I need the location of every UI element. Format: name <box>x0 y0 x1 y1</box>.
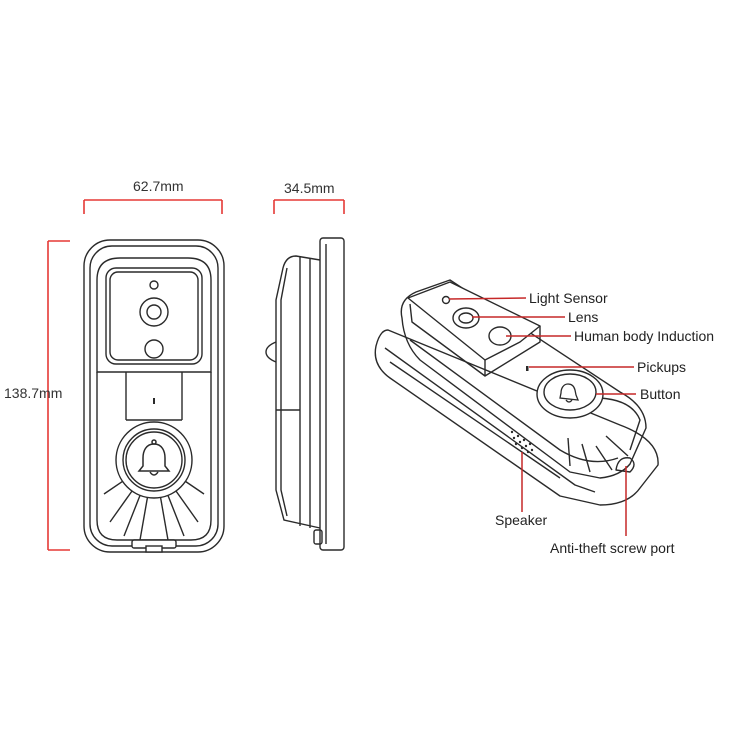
bell-icon <box>137 439 171 476</box>
front-pickup-slot <box>153 398 155 404</box>
front-lens <box>139 297 169 327</box>
angled-pickup-slot <box>526 366 529 371</box>
callout-line-light-sensor <box>448 297 527 300</box>
callout-lens-label: Lens <box>568 309 599 325</box>
angled-lens <box>452 307 480 329</box>
callout-speaker-label: Speaker <box>495 512 548 528</box>
dimension-width-label: 62.7mm <box>133 178 184 194</box>
angled-view <box>374 279 659 506</box>
callout-human-body-induction-label: Human body Induction <box>574 328 715 344</box>
back-plate <box>374 329 659 506</box>
side-view <box>265 237 345 551</box>
angled-light-sensor <box>441 295 451 305</box>
dimension-height-line <box>47 240 70 551</box>
dimension-depth-label: 34.5mm <box>284 180 335 196</box>
dimension-depth-line <box>273 199 345 214</box>
front-pir-sensor <box>144 339 164 359</box>
front-light-sensor <box>149 280 159 290</box>
callout-anti-theft-screw-port-label: Anti-theft screw port <box>550 540 675 556</box>
callout-lines <box>448 297 636 536</box>
bell-icon <box>559 383 580 403</box>
dimension-width-line <box>83 199 223 214</box>
callout-light-sensor-label: Light Sensor <box>529 290 608 306</box>
callout-pickups-label: Pickups <box>637 359 687 375</box>
body-shell <box>400 279 647 479</box>
dimension-height-label: 138.7mm <box>4 385 63 401</box>
angled-speaker-grille <box>510 430 534 454</box>
callout-button-label: Button <box>640 386 681 402</box>
